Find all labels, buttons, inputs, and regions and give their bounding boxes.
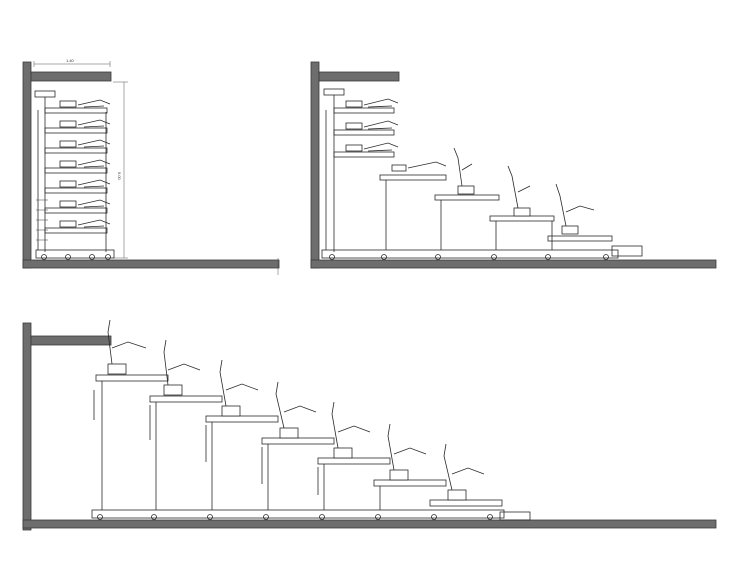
floor-slab	[22, 259, 280, 269]
extended-step	[547, 183, 643, 257]
floor-slab	[310, 259, 717, 269]
extended-step	[434, 147, 500, 250]
stacked-row	[333, 98, 399, 114]
stacked-row	[44, 139, 111, 154]
stacked-row	[44, 119, 111, 134]
floor-wheels	[41, 254, 111, 260]
panel-retracted: 1.40 5.00	[22, 58, 280, 275]
stacked-row	[44, 99, 111, 114]
upper-slab	[30, 71, 112, 82]
stacked-rows	[34, 90, 115, 260]
left-wall	[22, 322, 32, 531]
stacked-row	[44, 179, 111, 194]
tier-7	[429, 443, 531, 521]
stacked-row	[333, 142, 399, 158]
stacked-row	[44, 159, 111, 174]
stacked-row	[44, 199, 111, 214]
extended-step	[379, 161, 447, 250]
tier-6	[373, 423, 447, 510]
stacked-row	[44, 219, 111, 234]
dimension-height-label: 5.00	[117, 172, 122, 181]
extended-step	[489, 165, 555, 250]
panel-extended	[22, 319, 717, 531]
upper-slab	[318, 71, 400, 82]
tier-2	[149, 339, 223, 510]
floor-wheels	[329, 254, 609, 260]
tier-1	[93, 319, 169, 510]
panel-partial	[310, 61, 717, 269]
upper-slab	[30, 335, 112, 346]
left-wall	[22, 61, 32, 269]
left-wall	[310, 61, 320, 269]
floor-slab	[22, 519, 717, 529]
tier-4	[261, 381, 335, 510]
stacked-row	[333, 120, 399, 136]
dimension-width-label: 1.40	[66, 58, 75, 63]
floor-wheels	[97, 514, 493, 520]
tier-5	[317, 401, 391, 510]
tier-3	[205, 359, 279, 510]
